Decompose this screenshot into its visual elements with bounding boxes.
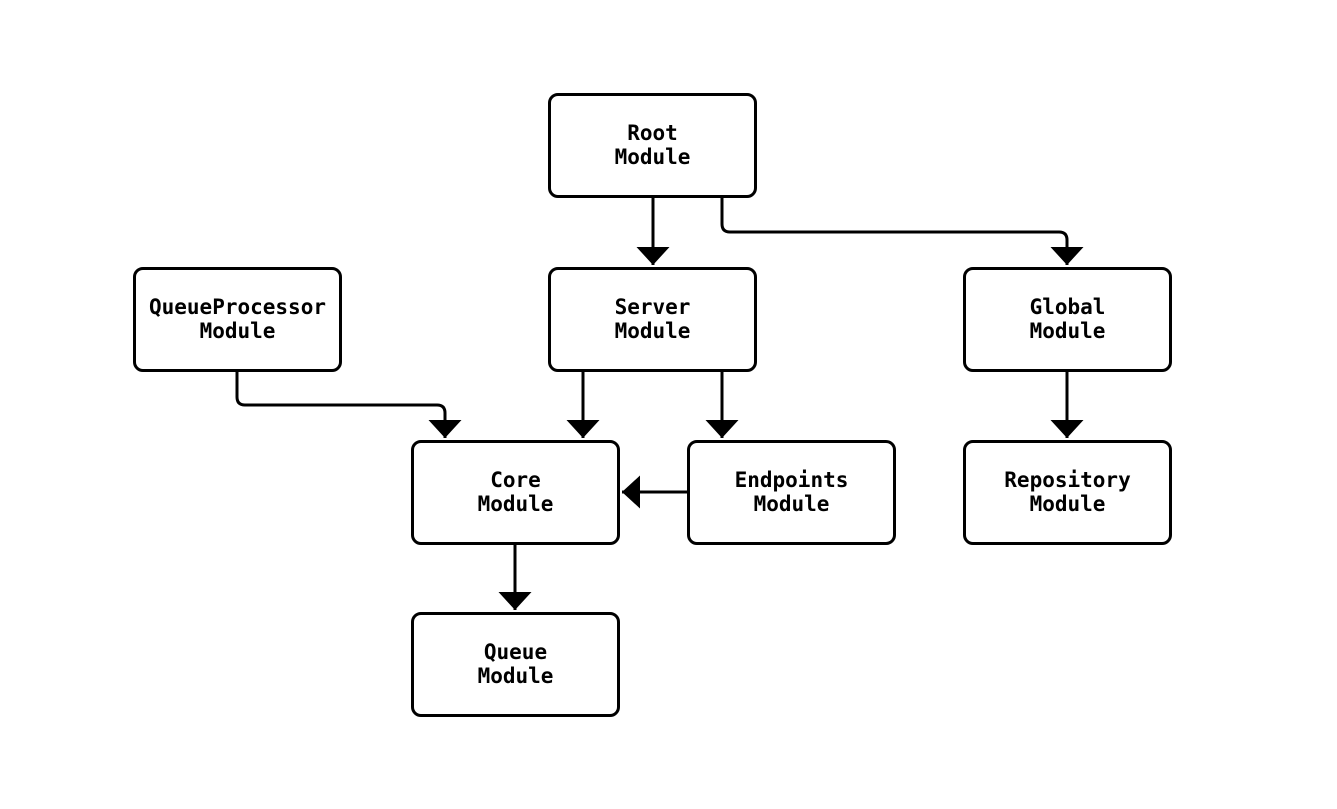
node-queue-module: Queue Module [411, 612, 620, 717]
node-root-module: Root Module [548, 93, 757, 198]
node-endpoints-module: Endpoints Module [687, 440, 896, 545]
node-global-module: Global Module [963, 267, 1172, 372]
node-queueprocessor-module: QueueProcessor Module [133, 267, 342, 372]
edge-root-to-global [720, 198, 1084, 265]
node-server-module: Server Module [548, 267, 757, 372]
edge-queueprocessor-to-core [235, 372, 462, 438]
node-core-module: Core Module [411, 440, 620, 545]
node-repository-module: Repository Module [963, 440, 1172, 545]
